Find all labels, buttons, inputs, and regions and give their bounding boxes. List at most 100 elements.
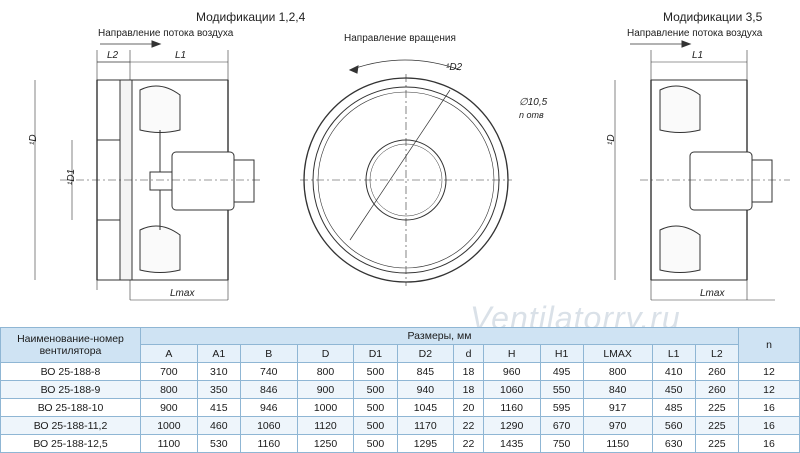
header-sizes: Размеры, мм: [140, 327, 739, 345]
dimension-cell: 970: [582, 416, 653, 435]
dimension-cell: 1435: [482, 434, 541, 453]
dimension-cell: 560: [651, 416, 696, 435]
dimension-cell: 946: [239, 398, 298, 417]
dimension-cell: 415: [196, 398, 241, 417]
dimension-cell: 550: [539, 380, 584, 399]
dimension-cell: 1000: [296, 398, 355, 417]
dimension-cell: 225: [694, 398, 740, 417]
dimension-cell: 450: [651, 380, 696, 399]
dimension-cell: 1120: [296, 416, 355, 435]
dim-d-left: ¹D: [28, 134, 39, 145]
dimension-cell: 500: [353, 434, 398, 453]
dimension-cell: 800: [140, 380, 198, 399]
column-header: A: [140, 344, 198, 363]
dimension-cell: 530: [196, 434, 241, 453]
dimension-cell: 670: [539, 416, 584, 435]
airflow-right: Направление потока воздуха: [627, 28, 763, 39]
dimension-cell: 225: [694, 416, 740, 435]
dimension-cell: 500: [353, 416, 398, 435]
dimension-cell: 800: [582, 362, 653, 381]
dimension-cell: 500: [353, 380, 398, 399]
dimension-cell: 460: [196, 416, 241, 435]
dimension-cell: 1060: [239, 416, 298, 435]
dimension-cell: 845: [396, 362, 455, 381]
holes-count-cell: 16: [738, 434, 800, 453]
dimension-cell: 310: [196, 362, 241, 381]
column-header: A1: [196, 344, 241, 363]
column-header: H: [482, 344, 541, 363]
dimension-cell: 1045: [396, 398, 455, 417]
dimensions-table: Наименование-номер вентилятора Размеры, …: [0, 327, 800, 453]
dimension-cell: 18: [453, 362, 484, 381]
dim-l1-left: L1: [175, 50, 187, 61]
side-view-left: [34, 40, 260, 301]
dim-hole: ∅10,5: [519, 97, 548, 108]
dimension-cell: 917: [582, 398, 653, 417]
dimension-cell: 495: [539, 362, 584, 381]
fan-drawings: [34, 40, 790, 301]
dimension-cell: 1160: [239, 434, 298, 453]
fan-model-cell: ВО 25-188-9: [0, 380, 141, 399]
dimension-cell: 1000: [140, 416, 198, 435]
dimension-cell: 960: [482, 362, 541, 381]
column-header: LMAX: [582, 344, 653, 363]
fan-model-cell: ВО 25-188-12,5: [0, 434, 141, 453]
dimension-cell: 595: [539, 398, 584, 417]
dimension-cell: 800: [296, 362, 355, 381]
column-header: L2: [694, 344, 740, 363]
fan-model-cell: ВО 25-188-11,2: [0, 416, 141, 435]
dim-hole-note: n отв: [519, 110, 544, 120]
dimension-cell: 1060: [482, 380, 541, 399]
dimension-cell: 485: [651, 398, 696, 417]
dimension-cell: 840: [582, 380, 653, 399]
front-view: [300, 59, 512, 286]
caption-mod-right: Модификации 3,5: [663, 10, 763, 24]
holes-count-cell: 16: [738, 416, 800, 435]
side-view-right: [614, 40, 790, 301]
dimension-cell: 1100: [140, 434, 198, 453]
column-header: D1: [353, 344, 398, 363]
dim-d-right: ¹D: [606, 134, 617, 145]
column-header: D: [296, 344, 355, 363]
dimension-cell: 500: [353, 362, 398, 381]
dimension-cell: 900: [140, 398, 198, 417]
column-header: D2: [396, 344, 455, 363]
holes-count-cell: 16: [738, 398, 800, 417]
airflow-left: Направление потока воздуха: [98, 28, 234, 39]
dimension-cell: 260: [694, 380, 740, 399]
fan-model-cell: ВО 25-188-10: [0, 398, 141, 417]
dim-l1-right: L1: [692, 50, 704, 61]
dimension-cell: 846: [239, 380, 298, 399]
dimension-cell: 940: [396, 380, 455, 399]
dimension-cell: 225: [694, 434, 740, 453]
technical-drawing: Модификации 1,2,4 Модификации 3,5 Направ…: [28, 10, 790, 301]
dimension-cell: 260: [694, 362, 740, 381]
dimension-cell: 1290: [482, 416, 541, 435]
caption-mod-left: Модификации 1,2,4: [196, 10, 306, 24]
dimension-cell: 900: [296, 380, 355, 399]
dimension-cell: 1170: [396, 416, 455, 435]
column-header: L1: [651, 344, 696, 363]
dimension-cell: 350: [196, 380, 241, 399]
dimension-cell: 630: [651, 434, 696, 453]
dimensions-table-wrap: Наименование-номер вентилятора Размеры, …: [0, 327, 800, 453]
header-n: n: [738, 327, 800, 363]
dimension-cell: 20: [453, 398, 484, 417]
column-header: d: [453, 344, 484, 363]
dimension-cell: 410: [651, 362, 696, 381]
dimension-cell: 740: [239, 362, 298, 381]
dim-d1-left: ¹D1: [66, 168, 77, 185]
header-name: Наименование-номер вентилятора: [0, 327, 141, 363]
rotation-label: Направление вращения: [344, 33, 456, 44]
dimension-cell: 700: [140, 362, 198, 381]
holes-count-cell: 12: [738, 380, 800, 399]
column-header: H1: [539, 344, 584, 363]
dim-d2: ¹D2: [446, 62, 463, 73]
dimension-cell: 1160: [482, 398, 541, 417]
dimension-cell: 500: [353, 398, 398, 417]
